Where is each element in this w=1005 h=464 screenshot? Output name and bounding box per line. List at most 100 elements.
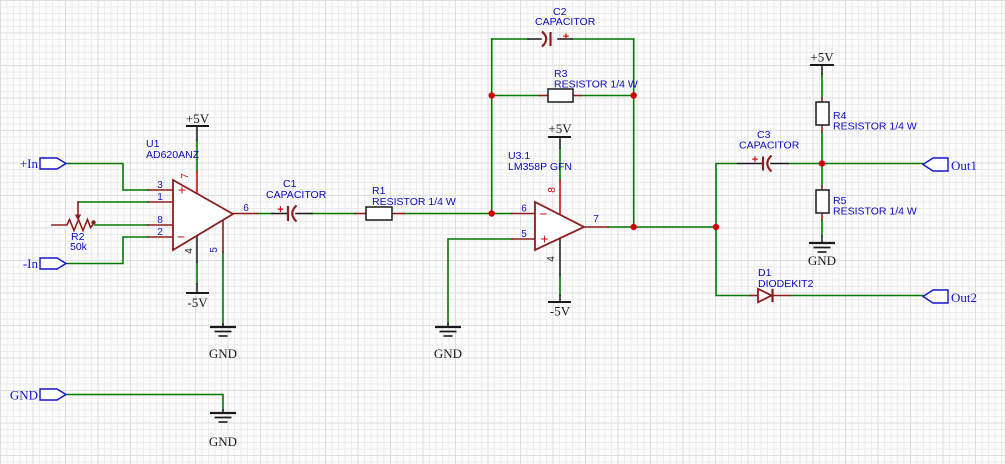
- port-out2-flag[interactable]: [921, 289, 949, 304]
- wire-segment[interactable]: [65, 236, 149, 265]
- u3-ref-label[interactable]: U3.1: [508, 150, 530, 162]
- u1-part-label[interactable]: AD620ANZ: [146, 149, 200, 161]
- r4-ref-label[interactable]: R4: [833, 110, 847, 122]
- c3-polarity-mark: +: [752, 154, 758, 166]
- u1-pin7-number: 7: [180, 173, 191, 179]
- vee-label[interactable]: -5V: [187, 295, 208, 310]
- r4-body[interactable]: [815, 101, 830, 126]
- r2-terminal-dot: [91, 220, 96, 225]
- u3-triangle[interactable]: [534, 200, 587, 252]
- u1-inverting-mark: −: [177, 229, 185, 245]
- power-vee-u1[interactable]: -5V: [186, 283, 209, 310]
- port-gnd-flag[interactable]: [39, 388, 68, 401]
- c1-ref-label[interactable]: C1: [283, 178, 297, 190]
- port-gnd[interactable]: GND: [10, 388, 68, 403]
- vcc-label[interactable]: +5V: [548, 121, 572, 136]
- r3-value-label[interactable]: RESISTOR 1/4 W: [554, 79, 638, 91]
- capacitor-c3[interactable]: + C3 CAPACITOR: [737, 129, 800, 173]
- r5-body[interactable]: [815, 189, 830, 214]
- c1-value-label[interactable]: CAPACITOR: [266, 189, 327, 201]
- junction-dot: [818, 160, 826, 167]
- wire-segment[interactable]: [715, 162, 739, 228]
- r2-ref-label[interactable]: R2: [71, 231, 85, 243]
- gnd-symbol-r5[interactable]: GND: [808, 235, 836, 268]
- port-gnd-label: GND: [10, 388, 38, 403]
- gnd-symbol-port[interactable]: GND: [209, 409, 237, 449]
- resistor-r2[interactable]: R2 50k: [51, 201, 96, 253]
- port-out1-flag[interactable]: [921, 157, 949, 172]
- resistor-r5[interactable]: R5 RESISTOR 1/4 W: [815, 185, 917, 221]
- u1-triangle[interactable]: [172, 178, 235, 252]
- power-vcc-r4[interactable]: +5V: [810, 50, 834, 75]
- r5-value-label[interactable]: RESISTOR 1/4 W: [833, 206, 917, 218]
- gnd-label[interactable]: GND: [209, 434, 237, 449]
- u1-pin5-number: 5: [209, 247, 220, 253]
- gnd-symbol-u1[interactable]: GND: [209, 323, 237, 361]
- capacitor-c1[interactable]: + C1 CAPACITOR: [266, 178, 327, 223]
- r2-zigzag[interactable]: [51, 217, 94, 233]
- opamp-u3[interactable]: 6 5 7 8 4 − + U3.1 LM358P GFN: [508, 150, 609, 276]
- port-in-pos-flag[interactable]: [39, 157, 68, 170]
- c1-polarity-mark: +: [277, 204, 283, 216]
- c3-negative-plate: [766, 154, 773, 173]
- u3-pin7-number: 7: [593, 214, 599, 225]
- port-in-neg-label: -In: [23, 256, 39, 271]
- power-vcc-u1[interactable]: +5V: [186, 111, 210, 141]
- opamp-u1[interactable]: 3 1 8 2 6 7 4 5 + − U1 AD620ANZ: [146, 138, 258, 263]
- port-out1[interactable]: Out1: [921, 157, 977, 173]
- c2-value-label[interactable]: CAPACITOR: [535, 16, 596, 28]
- port-in-neg[interactable]: -In: [23, 256, 68, 271]
- capacitor-c2[interactable]: + C2 CAPACITOR: [527, 6, 596, 48]
- u3-noninverting-mark: +: [540, 231, 548, 247]
- junction-dot: [712, 223, 720, 231]
- diode-d1[interactable]: D1 DIODEKIT2: [749, 267, 814, 304]
- u1-ref-label[interactable]: U1: [146, 138, 160, 150]
- port-out2[interactable]: Out2: [921, 289, 977, 305]
- d1-value-label[interactable]: DIODEKIT2: [758, 278, 814, 290]
- c2-ref-label[interactable]: C2: [553, 6, 567, 18]
- u3-inverting-mark: −: [539, 206, 547, 222]
- resistor-r3[interactable]: R3 RESISTOR 1/4 W: [539, 68, 638, 103]
- u3-part-label[interactable]: LM358P GFN: [508, 161, 572, 173]
- junction-dot: [630, 223, 637, 231]
- u1-pin6-number: 6: [243, 203, 249, 214]
- r2-wiper-arrowhead: [74, 214, 82, 221]
- r5-ref-label[interactable]: R5: [833, 195, 847, 207]
- port-out2-label: Out2: [951, 290, 977, 305]
- wire-segment[interactable]: [715, 226, 751, 297]
- u1-noninverting-mark: +: [178, 182, 186, 198]
- r3-ref-label[interactable]: R3: [554, 68, 568, 80]
- vcc-label[interactable]: +5V: [186, 111, 210, 126]
- power-vcc-u3[interactable]: +5V: [548, 121, 572, 149]
- r4-value-label[interactable]: RESISTOR 1/4 W: [833, 121, 917, 133]
- gnd-symbol-u3[interactable]: GND: [434, 323, 462, 361]
- wire-segment[interactable]: [447, 238, 513, 325]
- resistor-r1[interactable]: R1 RESISTOR 1/4 W: [354, 185, 456, 221]
- vcc-label[interactable]: +5V: [810, 50, 834, 65]
- gnd-label[interactable]: GND: [808, 253, 836, 268]
- power-vee-u3[interactable]: -5V: [548, 294, 571, 319]
- r3-body[interactable]: [547, 88, 574, 103]
- c2-negative-plate: [541, 30, 548, 48]
- junction-dot: [630, 92, 637, 99]
- vee-label[interactable]: -5V: [550, 304, 571, 319]
- c3-value-label[interactable]: CAPACITOR: [739, 140, 800, 152]
- gnd-label[interactable]: GND: [209, 346, 237, 361]
- d1-anode-triangle[interactable]: [757, 287, 774, 304]
- junction-dot: [488, 210, 495, 217]
- r1-body[interactable]: [365, 206, 393, 221]
- u1-pin4-number: 4: [184, 248, 195, 254]
- r1-ref-label[interactable]: R1: [372, 185, 386, 197]
- port-in-pos[interactable]: +In: [20, 156, 68, 171]
- r1-value-label[interactable]: RESISTOR 1/4 W: [372, 196, 456, 208]
- u1-pin8-number: 8: [157, 215, 163, 226]
- r2-value-label[interactable]: 50k: [70, 241, 88, 253]
- resistor-r4[interactable]: R4 RESISTOR 1/4 W: [815, 97, 917, 133]
- wire-segment[interactable]: [65, 162, 149, 191]
- gnd-label[interactable]: GND: [434, 346, 462, 361]
- wire-segment[interactable]: [65, 393, 224, 411]
- c3-ref-label[interactable]: C3: [757, 129, 771, 141]
- d1-ref-label[interactable]: D1: [758, 267, 772, 279]
- port-in-neg-flag[interactable]: [39, 257, 68, 270]
